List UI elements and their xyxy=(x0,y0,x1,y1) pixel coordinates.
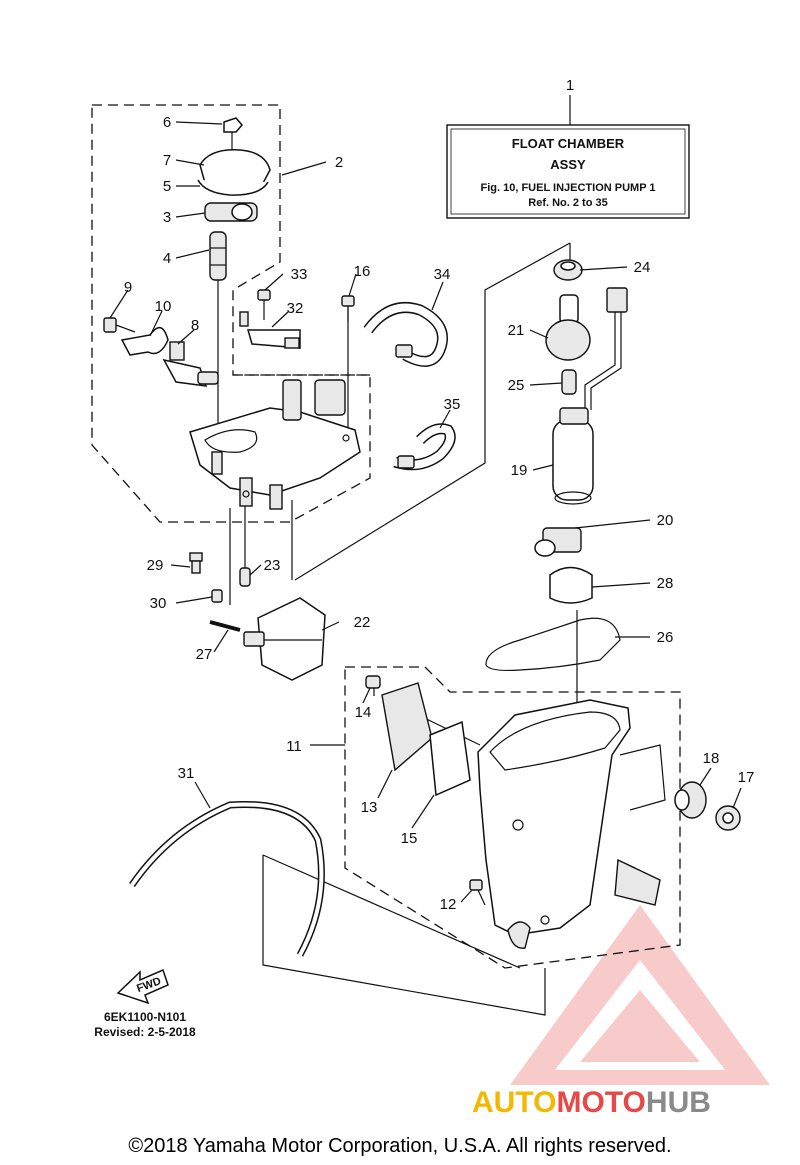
callout-25: 25 xyxy=(508,377,525,394)
part-28-bracket xyxy=(549,566,593,604)
watermark-hub: HUB xyxy=(646,1086,711,1119)
part-24-grommet xyxy=(553,259,583,281)
part-13-plate xyxy=(381,682,433,772)
callout-13: 13 xyxy=(361,799,378,816)
part-4-injector xyxy=(209,231,227,281)
copyright-notice: ©2018 Yamaha Motor Corporation, U.S.A. A… xyxy=(128,1135,671,1157)
leader-lines xyxy=(109,121,742,903)
fwd-arrow-icon: FWD xyxy=(116,968,169,1005)
part-25-seal xyxy=(561,369,577,395)
part-1-float-chamber xyxy=(477,699,666,949)
callout-27: 27 xyxy=(196,646,213,663)
callout-32: 32 xyxy=(287,300,304,317)
part-18-grommet xyxy=(674,781,707,819)
callout-4: 4 xyxy=(163,250,171,267)
callout-10: 10 xyxy=(155,298,172,315)
part-27-pin xyxy=(209,620,241,632)
callout-33: 33 xyxy=(291,266,308,283)
part-31-hose xyxy=(129,800,325,957)
callout-16: 16 xyxy=(354,263,371,280)
callout-18: 18 xyxy=(703,750,720,767)
part-33-screw xyxy=(257,289,271,320)
callout-9: 9 xyxy=(124,279,132,296)
part-32-connector xyxy=(239,311,301,349)
part-8-fitting xyxy=(162,341,219,387)
part-17-cap xyxy=(715,805,741,831)
info-line-4: Ref. No. 2 to 35 xyxy=(528,197,607,209)
pump-wiring-harness xyxy=(584,287,628,410)
info-line-1: FLOAT CHAMBER xyxy=(512,136,625,151)
part-30-screw xyxy=(211,589,223,603)
part-3-clamp xyxy=(204,202,258,222)
diagram-code: 6EK1100-N101 xyxy=(104,1010,186,1024)
callout-20: 20 xyxy=(657,512,674,529)
callout-7: 7 xyxy=(163,152,171,169)
callout-28: 28 xyxy=(657,575,674,592)
callout-6: 6 xyxy=(163,114,171,131)
callout-31: 31 xyxy=(178,765,195,782)
callout-12: 12 xyxy=(440,896,457,913)
part-21-filter xyxy=(545,294,591,361)
part-16-screw xyxy=(341,295,355,322)
part-6-screw xyxy=(223,117,243,150)
watermark-text: AUTOMOTOHUB xyxy=(472,1086,711,1119)
callout-22: 22 xyxy=(354,614,371,631)
callout-3: 3 xyxy=(163,209,171,226)
part-10-bracket xyxy=(120,326,169,356)
callout-26: 26 xyxy=(657,629,674,646)
part-5-gasket xyxy=(197,179,269,196)
callout-8: 8 xyxy=(191,317,199,334)
part-15-gasket xyxy=(429,720,471,797)
callout-11: 11 xyxy=(286,738,302,755)
part-29-screw xyxy=(189,552,203,574)
part-22-cover xyxy=(243,597,326,681)
callout-30: 30 xyxy=(150,595,167,612)
callout-29: 29 xyxy=(147,557,164,574)
info-box: FLOAT CHAMBER ASSY Fig. 10, FUEL INJECTI… xyxy=(446,95,690,219)
revised-date: Revised: 2-5-2018 xyxy=(94,1025,196,1039)
callout-1: 1 xyxy=(566,77,574,94)
part-23-plug xyxy=(239,567,251,587)
callout-5: 5 xyxy=(163,178,171,195)
part-20-holder xyxy=(534,527,582,557)
pump-body xyxy=(189,379,361,510)
callout-21: 21 xyxy=(508,322,525,339)
callout-19: 19 xyxy=(511,462,528,479)
callout-35: 35 xyxy=(444,396,461,413)
callout-23: 23 xyxy=(264,557,281,574)
info-line-3: Fig. 10, FUEL INJECTION PUMP 1 xyxy=(480,182,655,194)
info-line-2: ASSY xyxy=(550,157,586,172)
callout-17: 17 xyxy=(738,769,755,786)
watermark-logo xyxy=(510,905,770,1085)
part-26-gasket xyxy=(485,617,621,672)
part-9-bolt xyxy=(103,317,136,333)
part-12-screw xyxy=(469,879,486,906)
part-19-fuel-pump xyxy=(552,407,594,505)
part-14-screw xyxy=(365,675,381,696)
assembly-outlines xyxy=(91,104,681,969)
watermark-moto: MOTO xyxy=(556,1086,645,1119)
callout-2: 2 xyxy=(335,154,343,171)
callout-numbers: 1 2 3 4 5 6 7 8 9 10 11 12 13 14 15 16 1… xyxy=(124,77,755,913)
callout-24: 24 xyxy=(634,259,651,276)
callout-15: 15 xyxy=(401,830,418,847)
callout-14: 14 xyxy=(355,704,372,721)
watermark-auto: AUTO xyxy=(472,1086,556,1119)
callout-34: 34 xyxy=(434,266,451,283)
